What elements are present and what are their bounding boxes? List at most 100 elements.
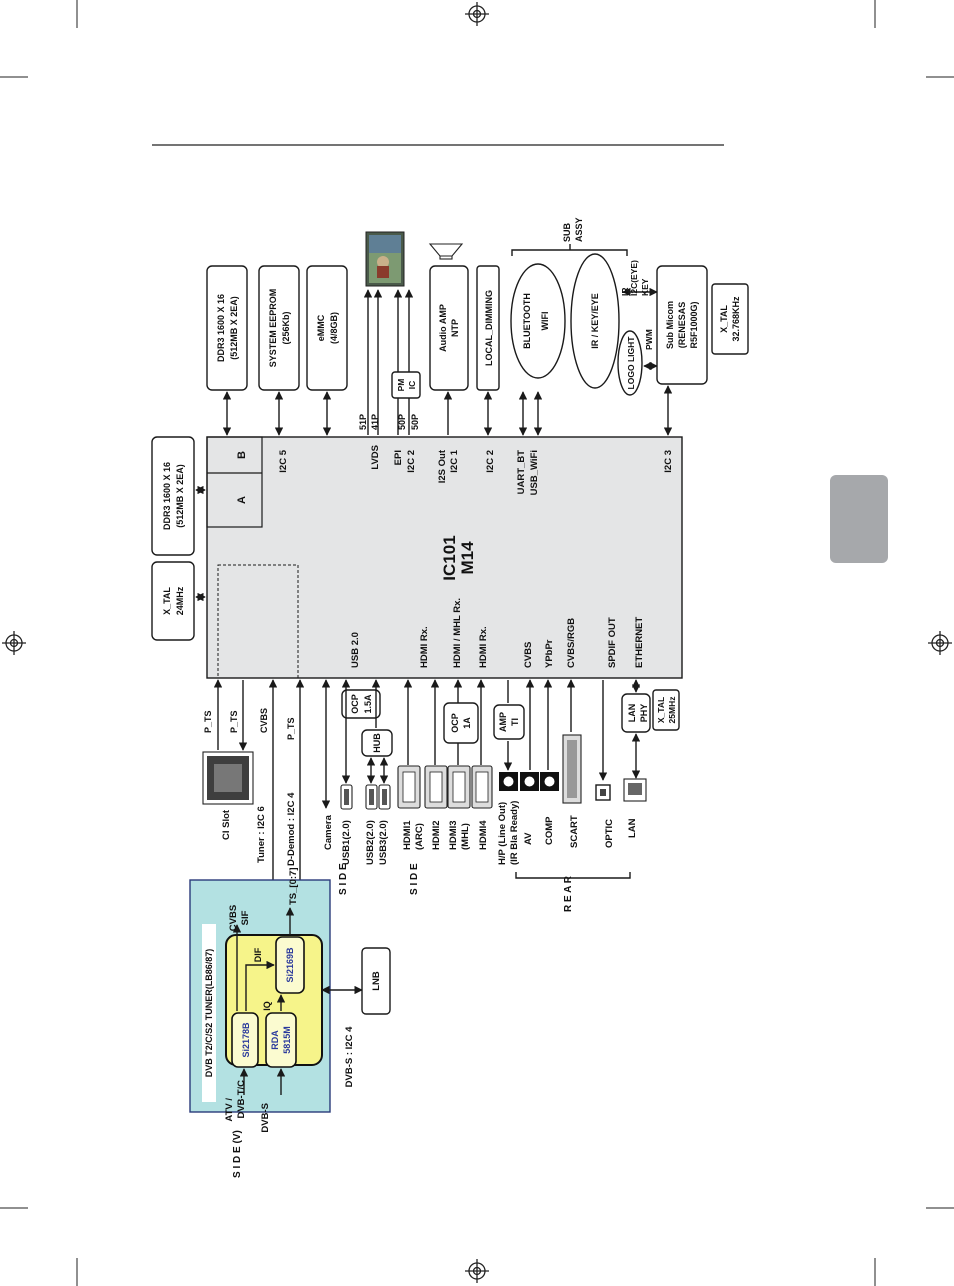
amp-ti-model: TI (510, 718, 520, 726)
xtal-sub-freq: 32.768KHz (731, 296, 741, 342)
sub-micom-label-3: R5F1000G) (689, 301, 699, 348)
bt-wifi-module (511, 264, 565, 378)
hdmi3-label: HDMI3 (448, 820, 459, 850)
emmc-capacity: (4/8GB) (329, 312, 339, 344)
ddr3-b-capacity: (512MB X 2EA) (229, 296, 239, 360)
ci-slot-label: CI Slot (221, 809, 232, 840)
cvbs-label: CVBS (259, 708, 269, 733)
pmic-label-1: PM (396, 379, 406, 392)
side-tab (830, 475, 888, 563)
tuner-atv-label: ATV / (224, 1098, 235, 1122)
p-ts-label-1: P_TS (203, 710, 213, 733)
ddemod-i2c-label: D-Demod : I2C 4 (286, 792, 297, 866)
ic101-label: IC101 (440, 535, 459, 580)
pin-uart-bt: UART_BT (516, 450, 527, 495)
rda-model-label: 5815M (282, 1026, 292, 1054)
lan-phy-label-1: LAN (627, 704, 637, 723)
lan-label: LAN (627, 818, 638, 838)
ic101-model-label: M14 (458, 541, 477, 575)
lvds-51p: 51P (358, 414, 368, 430)
logo-light-label: LOGO LIGHT (626, 336, 636, 390)
sub-label: SUB (562, 222, 572, 242)
scart-connector-icon (563, 735, 581, 803)
tuner-dif-label: DIF (253, 947, 263, 962)
lvds-41p: 41P (370, 414, 380, 430)
ddr3-a-label: DDR3 1600 X 16 (162, 462, 172, 530)
ddr3-a-capacity: (512MB X 2EA) (175, 464, 185, 528)
pin-epi: EPI (393, 450, 404, 465)
ocp-1-5a-box (342, 690, 380, 718)
epi-50p-2: 50P (410, 414, 420, 430)
rda-label: RDA (270, 1030, 280, 1050)
xtal-sub-box (712, 284, 748, 354)
epi-50p-1: 50P (397, 414, 407, 430)
av-label: AV (523, 832, 534, 845)
ocp-1a-rating: 1A (462, 717, 472, 729)
audio-jack-icons (499, 772, 559, 791)
eeprom-capacity: (256Kb) (281, 311, 291, 344)
pin-ethernet: ETHERNET (634, 617, 645, 668)
ocp-1-5a-rating: 1.5A (363, 694, 373, 714)
bt-label: BLUETOOTH (522, 293, 532, 349)
xtal-sub-label: X_TAL (719, 305, 729, 333)
tuner-dvbtc-label: DVB-T/C (236, 1080, 247, 1119)
optic-label: OPTIC (604, 819, 615, 848)
ddr3-b-label: DDR3 1600 X 16 (216, 294, 226, 362)
ocp-1-5a-label: OCP (350, 694, 360, 714)
p-ts-label-2: P_TS (229, 710, 239, 733)
tuner-i2c-label: Tuner : I2C 6 (256, 806, 267, 863)
amp-ti-label: AMP (498, 712, 508, 732)
registration-mark-left (2, 631, 26, 655)
ci-slot-icon (203, 752, 253, 804)
side-group-label-1: S I D E (338, 863, 349, 895)
scart-label: SCART (569, 815, 580, 848)
usb-port-icons (341, 785, 390, 809)
sub-assy-bracket (512, 250, 627, 256)
bank-a-label: A (236, 496, 248, 504)
pin-i2c2-dimming: I2C 2 (485, 450, 496, 473)
hdmi3-mhl-label: (MHL) (460, 823, 471, 850)
tuner-sif-label: SIF (240, 910, 251, 925)
assy-label: ASSY (574, 217, 584, 242)
si2169b-label: Si2169B (285, 947, 295, 983)
optic-port-inner (600, 789, 606, 796)
pin-i2c1: I2C 1 (449, 449, 460, 472)
p-ts-label-3: P_TS (286, 717, 296, 740)
registration-mark-top (465, 2, 489, 26)
xtal-main-label: X_TAL (162, 587, 172, 615)
hp-label: H/P (Line Out) (497, 802, 508, 865)
panel-display-icon (366, 232, 404, 286)
lan-phy-label-2: PHY (639, 704, 649, 723)
pin-hdmi-rx-2: HDMI Rx. (478, 626, 489, 668)
audio-amp-model: NTP (450, 319, 460, 337)
pin-usb-wifi: USB_WiFi (529, 450, 540, 495)
pin-i2c3: I2C 3 (663, 450, 674, 473)
hub-label: HUB (372, 733, 382, 753)
emmc-label: eMMC (316, 314, 326, 341)
pin-cvbs-rgb: CVBS/RGB (566, 618, 577, 668)
xtal-main-freq: 24MHz (175, 586, 185, 615)
local-dimming-label: LOCAL_DIMMING (484, 290, 494, 366)
eeprom-label: SYSTEM EEPROM (268, 289, 278, 368)
dvbs-i2c-label: DVB-S : I2C 4 (344, 1026, 355, 1087)
key-label: KEY (640, 278, 650, 296)
hdmi-port-icons (398, 766, 492, 808)
pin-usb20: USB 2.0 (350, 632, 361, 668)
i2c-eye-label: I2C(EYE) (629, 260, 639, 296)
comp-label: COMP (544, 816, 555, 845)
xtal-main-box (152, 562, 194, 640)
ddr3-a-box (152, 437, 194, 555)
audio-amp-box (430, 266, 468, 390)
usb3-label: USB3(2.0) (378, 820, 389, 865)
speaker-icon (430, 244, 462, 259)
hdmi2-label: HDMI2 (431, 820, 442, 850)
tuner-iq-label: IQ (262, 1001, 272, 1011)
tuner-dvbs-label: DVB-S (260, 1103, 271, 1133)
xtal-lan-label: X_TAL (656, 697, 666, 723)
ir-bla-label: (IR Bla Ready) (509, 801, 520, 865)
tuner-title: DVB T2/C/S2 TUNER(LB86/87) (204, 949, 214, 1078)
pin-hdmi-mhl-rx: HDMI / MHL Rx. (452, 598, 463, 668)
lan-port-icon (624, 779, 646, 801)
wifi-label: WIFI (540, 312, 550, 331)
